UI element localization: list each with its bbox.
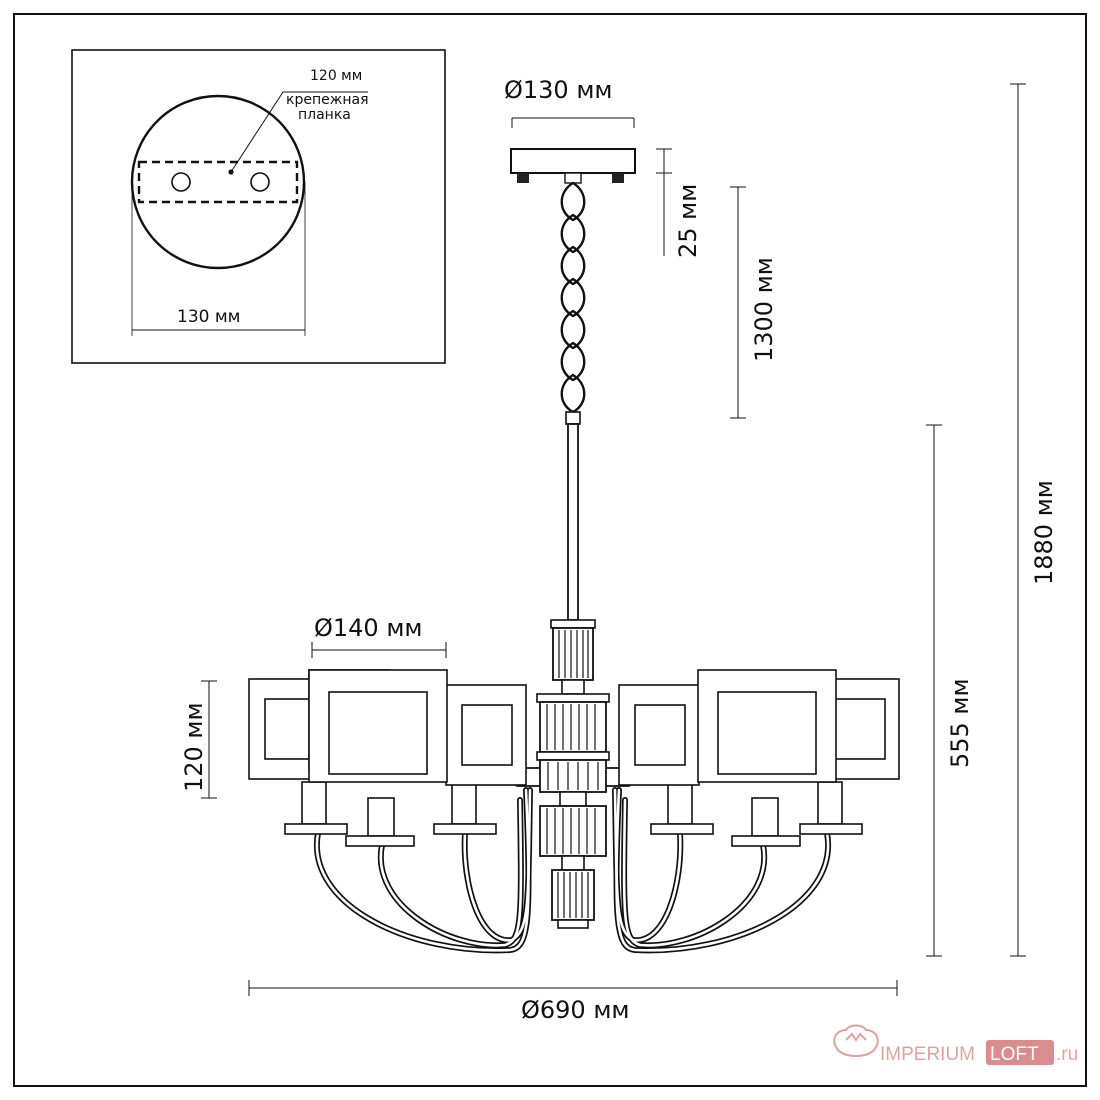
drawing-frame <box>13 13 1087 1087</box>
mounting-strip-outline <box>137 160 299 204</box>
mounting-hole-left <box>171 172 191 192</box>
crown-logo-icon <box>833 1024 879 1057</box>
body-height-label: 555 мм <box>946 678 974 768</box>
canopy-diameter-label: Ø130 мм <box>504 76 613 104</box>
ceiling-canopy <box>510 148 636 174</box>
strip-name-line2: планка <box>298 107 351 123</box>
imperiumloft-watermark: IMPERIUM LOFT .ru <box>833 1024 1078 1065</box>
total-height-label: 1880 мм <box>1030 480 1058 585</box>
curved-arms-inner <box>315 788 830 952</box>
canopy-width-label: 130 мм <box>177 307 241 327</box>
canopy-plate-outline <box>130 94 306 270</box>
chain-length-label: 1300 мм <box>750 257 778 362</box>
canopy-top-view-inset: 120 мм крепежная планка 130 мм <box>71 49 446 364</box>
mounting-hole-right <box>250 172 270 192</box>
chain <box>560 181 586 414</box>
lamp-shades-right <box>618 669 900 786</box>
overall-diameter-label: Ø690 мм <box>521 996 630 1024</box>
watermark-brand-a: IMPERIUM <box>880 1044 975 1065</box>
strip-width-label: 120 мм <box>310 68 362 84</box>
suspension-rod <box>567 423 579 621</box>
lamp-shades-left <box>248 669 527 786</box>
watermark-domain: .ru <box>1056 1044 1078 1065</box>
lamp-holders <box>284 781 863 847</box>
dimension-lines <box>201 83 1026 996</box>
shade-height-label: 120 мм <box>180 702 208 792</box>
watermark-brand-b: LOFT <box>990 1044 1039 1065</box>
canopy-and-suspension <box>510 148 636 621</box>
canopy-height-label: 25 мм <box>674 184 702 258</box>
watermark-loft-box <box>986 1040 1054 1065</box>
strip-name-line1: крепежная <box>286 92 369 108</box>
shade-diameter-label: Ø140 мм <box>314 614 423 642</box>
